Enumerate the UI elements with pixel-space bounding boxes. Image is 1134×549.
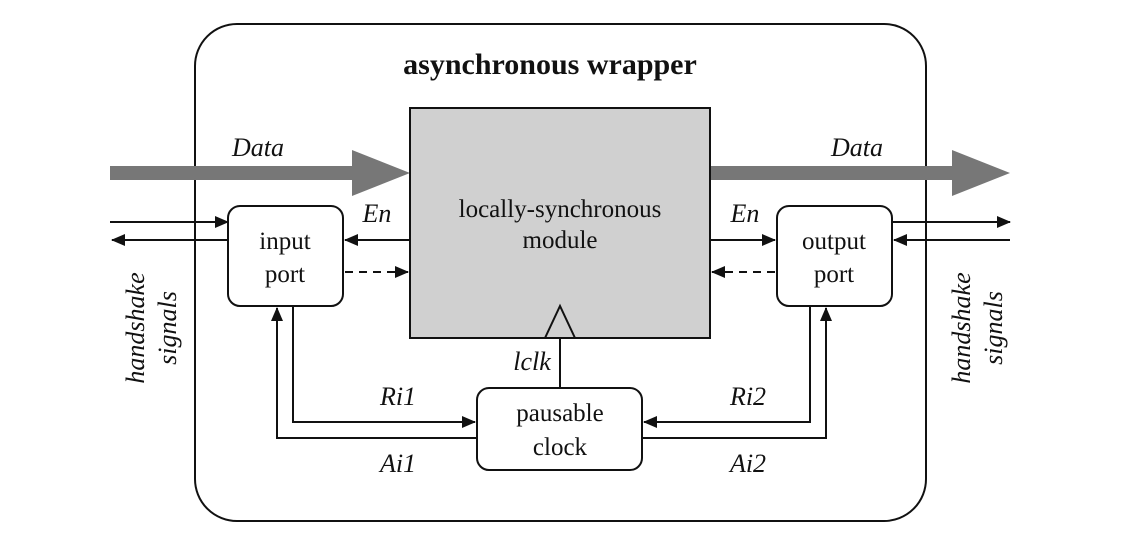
data-out-label: Data	[830, 133, 883, 162]
handshake-left-line1: handshake	[121, 272, 150, 383]
output-port-label-line1: output	[802, 228, 866, 255]
handshake-right-line2: signals	[979, 291, 1008, 365]
en-in-label: En	[362, 199, 392, 228]
wrapper-frame	[194, 23, 927, 522]
data-in-label: Data	[231, 133, 284, 162]
output-port	[776, 205, 893, 307]
input-port	[227, 205, 344, 307]
module-label-line2: module	[523, 227, 598, 254]
ri1-line	[292, 306, 476, 428]
input-port-label-line1: input	[259, 228, 310, 255]
ri2-label: Ri2	[729, 382, 766, 411]
ai2-label: Ai2	[728, 449, 766, 478]
clock-input-triangle	[544, 303, 576, 339]
input-port-label-line2: port	[265, 261, 305, 288]
module-label-line1: locally-synchronous	[459, 196, 662, 223]
data-out-arrow	[710, 150, 1010, 196]
ri2-line	[643, 306, 811, 428]
data-in-arrow	[110, 150, 410, 196]
lclk-label: lclk	[513, 347, 551, 376]
clock-label-line1: pausable	[516, 400, 603, 427]
ai1-line	[271, 307, 477, 439]
handshake-left-line2: signals	[153, 291, 182, 365]
handshake-right-line1: handshake	[947, 272, 976, 383]
ri1-label: Ri1	[379, 382, 416, 411]
output-port-label-line2: port	[814, 261, 854, 288]
clock-label-line2: clock	[533, 434, 588, 461]
locally-synchronous-module	[409, 107, 711, 339]
en-out-label: En	[730, 199, 760, 228]
wrapper-title: asynchronous wrapper	[403, 48, 697, 81]
ai2-line	[642, 307, 832, 439]
ai1-label: Ai1	[378, 449, 416, 478]
